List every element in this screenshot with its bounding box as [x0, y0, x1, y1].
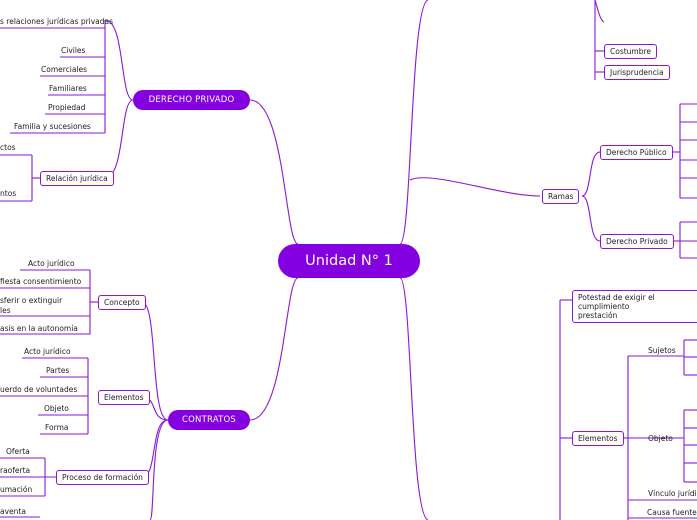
proceso-formacion-node[interactable]: Proceso de formación — [56, 470, 149, 485]
costumbre-node[interactable]: Costumbre — [604, 44, 658, 59]
elementos-objeto[interactable]: Objeto — [44, 404, 69, 413]
derecho-privado-node[interactable]: DERECHO PRIVADO — [133, 90, 250, 110]
item-comerciales[interactable]: Comerciales — [41, 65, 88, 74]
item-familia-sucesiones[interactable]: Familia y sucesiones — [14, 122, 91, 131]
proceso-consumacion[interactable]: umación — [0, 485, 33, 494]
potestad-node[interactable]: Potestad de exigir el cumplimiento prest… — [572, 290, 697, 323]
derecho-privado-rama-node[interactable]: Derecho Privado — [600, 234, 674, 249]
concepto-autonomia[interactable]: asis en la autonomía — [0, 324, 78, 333]
elementos-acto-juridico[interactable]: Acto jurídico — [24, 347, 71, 356]
elementos-acuerdo[interactable]: uerdo de voluntades — [0, 385, 78, 394]
contratos-node[interactable]: CONTRATOS — [168, 410, 250, 430]
proceso-oferta[interactable]: Oferta — [6, 447, 30, 456]
sujetos-label[interactable]: Sujetos — [648, 346, 676, 355]
vinculo-juridico-label[interactable]: Vínculo jurídico — [648, 489, 697, 498]
potestad-line2: prestación — [578, 311, 618, 320]
proceso-contraoferta[interactable]: raoferta — [0, 466, 31, 475]
relacion-juridica-node[interactable]: Relación jurídica — [40, 171, 114, 186]
elementos-forma[interactable]: Forma — [45, 423, 69, 432]
rel-child-ctos[interactable]: ctos — [0, 143, 16, 152]
elementos-obligacion-node[interactable]: Elementos — [572, 431, 624, 446]
concepto-consentimiento[interactable]: fiesta consentimiento — [0, 277, 82, 286]
potestad-line1: Potestad de exigir el cumplimiento — [578, 293, 655, 311]
objeto-label[interactable]: Objeto — [648, 434, 673, 443]
concepto-node[interactable]: Concepto — [98, 295, 146, 310]
elementos-partes[interactable]: Partes — [46, 366, 70, 375]
relaciones-juridicas-label[interactable]: s relaciones jurídicas privadas — [0, 17, 114, 26]
rel-child-ntos[interactable]: ntos — [0, 189, 17, 198]
ramas-node[interactable]: Ramas — [542, 189, 580, 204]
causa-fuente-label[interactable]: Causa fuente — [647, 508, 697, 517]
elementos-contrato-node[interactable]: Elementos — [98, 390, 150, 405]
jurisprudencia-node[interactable]: Jurisprudencia — [604, 65, 670, 80]
item-familiares[interactable]: Familiares — [49, 84, 87, 93]
item-propiedad[interactable]: Propiedad — [48, 103, 86, 112]
concepto-transferir[interactable]: sferir o extinguir — [0, 296, 63, 305]
central-topic[interactable]: Unidad N° 1 — [278, 244, 420, 278]
derecho-publico-node[interactable]: Derecho Público — [600, 145, 673, 160]
concepto-acto-juridico[interactable]: Acto jurídico — [28, 259, 75, 268]
item-civiles[interactable]: Civiles — [61, 46, 86, 55]
contratos-compraventa[interactable]: aventa — [0, 507, 26, 516]
concepto-les[interactable]: les — [0, 306, 11, 315]
